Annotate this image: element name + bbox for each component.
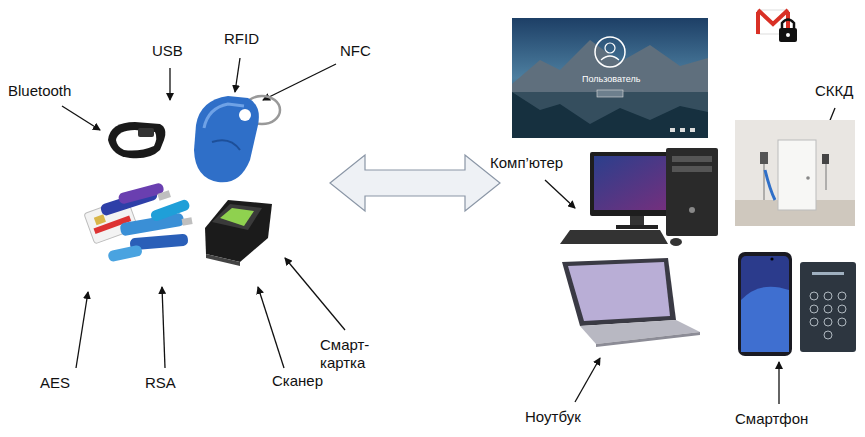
access-control-photo (735, 120, 855, 226)
computer-label: Комп’ютер (490, 154, 563, 172)
aes-label: AES (40, 374, 70, 392)
rsa-label: RSA (145, 374, 176, 392)
rfid-fob (194, 96, 280, 182)
leader-lines (62, 58, 835, 404)
nfc-label: NFC (340, 42, 371, 60)
login-screen (512, 18, 708, 138)
smartphone-label: Смартфон (735, 410, 808, 428)
smartphone (738, 252, 856, 356)
fingerprint-scanner (205, 200, 272, 266)
laptop-label: Ноутбук (525, 408, 581, 426)
desktop-computer (560, 148, 718, 246)
scanner-label: Сканер (272, 372, 323, 390)
login-user-label: Пользователь (582, 74, 640, 85)
mail-lock-icon (758, 10, 797, 42)
bluetooth-label: Bluetooth (8, 82, 71, 100)
bracelet (108, 122, 165, 158)
double-arrow (330, 155, 500, 211)
laptop (562, 258, 700, 347)
access-control-label: СККД (815, 82, 853, 100)
usb-label: USB (152, 42, 183, 60)
usb-tokens (84, 182, 193, 262)
smartcard-label: Смарт-картка (320, 336, 382, 372)
rfid-label: RFID (224, 30, 259, 48)
